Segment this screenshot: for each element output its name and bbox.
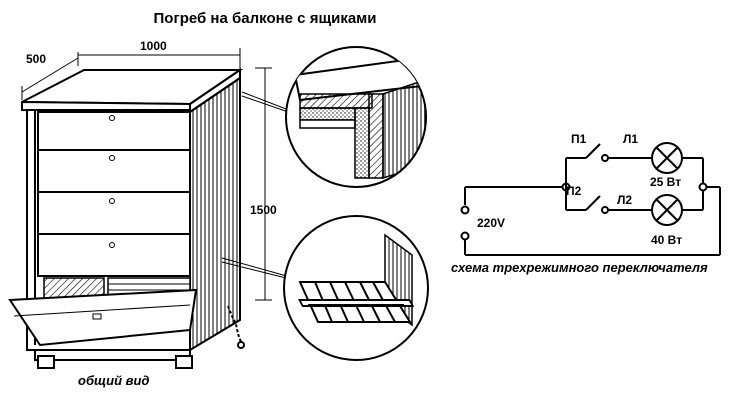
terminal	[460, 231, 470, 241]
lamp-l2-power: 40 Вт	[651, 233, 682, 247]
detail-grate	[283, 215, 429, 361]
cabinet-overview: 500 1000 1500	[8, 39, 295, 388]
drawer-4	[37, 233, 191, 277]
title: Погреб на балконе с ящиками	[154, 10, 377, 27]
caption-overview: общий вид	[78, 373, 149, 388]
caption-circuit: схема трехрежимного переключателя	[451, 260, 708, 275]
drawer-open	[8, 277, 198, 347]
voltage-label: 220V	[477, 216, 505, 230]
cabinet-side	[189, 76, 241, 352]
switch-p1: П1	[571, 132, 609, 162]
lamp-l1-power: 25 Вт	[650, 175, 681, 189]
lamp-l2: Л2 40 Вт	[617, 193, 683, 247]
lamp-l2-label: Л2	[617, 193, 632, 207]
side-chain	[227, 305, 242, 343]
drawer-1	[37, 111, 191, 151]
junction	[698, 182, 708, 192]
dimension-height-label: 1500	[250, 203, 277, 217]
dimension-depth: 500	[21, 52, 79, 100]
terminal	[460, 205, 470, 215]
drawer-knob	[109, 115, 115, 121]
drawer-knob	[109, 242, 115, 248]
dimension-width: 1000	[78, 39, 241, 72]
circuit-diagram: 220V П1 П2 Л1 25 Вт	[451, 132, 721, 275]
drawer-2	[37, 149, 191, 193]
cabinet-leg	[175, 355, 193, 369]
dimension-width-label: 1000	[140, 39, 167, 53]
drawer-3	[37, 191, 191, 235]
drawer-knob	[109, 155, 115, 161]
lamp-l1-label: Л1	[623, 132, 638, 146]
lamp-l1: Л1 25 Вт	[623, 132, 683, 189]
switch-p1-label: П1	[571, 132, 587, 146]
switch-p2: П2	[566, 184, 609, 214]
dimension-depth-label: 500	[26, 52, 46, 66]
cabinet-leg	[37, 355, 55, 369]
dimension-height: 1500	[250, 67, 277, 301]
switch-p2-label: П2	[566, 184, 582, 198]
cabinet-base	[34, 349, 191, 361]
detail-wall-section	[285, 46, 427, 188]
drawer-knob	[109, 198, 115, 204]
